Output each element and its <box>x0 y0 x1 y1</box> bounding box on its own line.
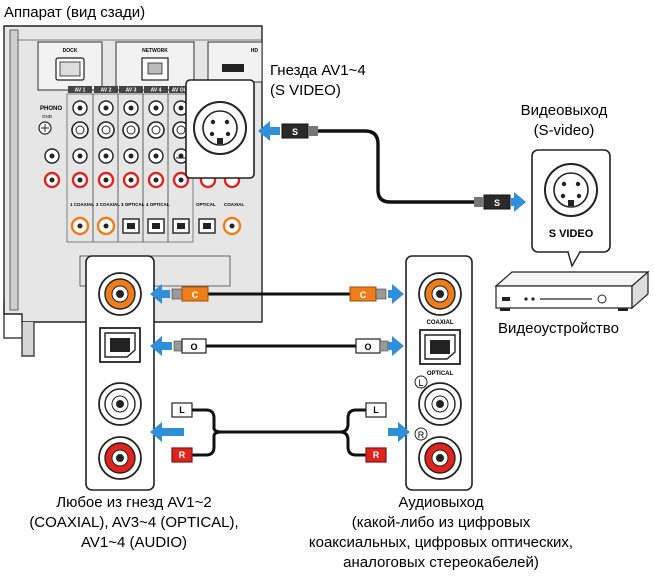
left-caption-line-1: Любое из гнезд AV1~2 <box>56 494 212 511</box>
svideo-jack-callout <box>176 79 255 179</box>
right-caption-line-1: Аудиовыход <box>398 494 484 511</box>
av1-header: AV 1 <box>75 88 86 94</box>
coaxial-cable: C C <box>150 284 404 304</box>
svideo-cable: S S <box>258 121 526 212</box>
hdmi-label: HD <box>251 48 259 54</box>
rca-l-plug-left-label: L <box>179 405 185 415</box>
device-coaxial-label: COAXIAL <box>427 320 454 326</box>
device-optical-label: OPTICAL <box>427 371 454 377</box>
optical-cable: O O <box>150 336 404 356</box>
video-device-icon <box>494 270 650 311</box>
device-audio-jacks-zoom: COAXIAL OPTICAL L R <box>405 255 473 491</box>
stereo-rca-cable: L R L R <box>150 402 410 463</box>
rca-r-plug-right-label: R <box>373 450 380 460</box>
arrow-rca-right <box>388 422 410 442</box>
right-caption-line-3: коаксиальных, цифровых оптических, <box>308 534 574 551</box>
video-out-label-1: Видеовыход <box>520 102 608 119</box>
svideo-plug-left-label: S <box>292 127 298 137</box>
coax-plug-left-label: C <box>192 290 199 300</box>
gnd-label: GND <box>42 114 53 119</box>
right-caption-line-2: (какой-либо из цифровых <box>351 514 531 531</box>
rca-r-plug-left-label: R <box>179 450 186 460</box>
device-l-mark: L <box>418 378 423 388</box>
svideo-plug-right-label: S <box>494 198 500 208</box>
coaxial-1-label: 1 COAXIAL <box>70 202 94 207</box>
right-caption-line-4: аналоговых стереокабелей) <box>343 554 539 571</box>
rca-l-plug-right-label: L <box>373 405 379 415</box>
device-r-mark: R <box>418 430 425 440</box>
video-device-label: Видеоустройство <box>498 320 619 337</box>
svideo-jacks-label-1: Гнезда AV1~4 <box>270 62 366 79</box>
receiver-audio-jacks-zoom <box>85 255 155 491</box>
svideo-jacks-label-2: (S VIDEO) <box>270 82 341 99</box>
dock-label: DOCK <box>63 48 78 54</box>
left-caption-line-3: AV1~4 (AUDIO) <box>80 534 187 551</box>
optical-3-label: 3 OPTICAL <box>121 202 145 207</box>
coaxial-extra-label: COAXIAL <box>224 202 245 207</box>
phono-label: PHONO <box>40 106 62 112</box>
arrow-optical-left <box>150 336 172 356</box>
av4-header: AV 4 <box>151 88 162 94</box>
left-caption-line-2: (COAXIAL), AV3~4 (OPTICAL), <box>29 514 239 531</box>
optical-4-label: 4 OPTICAL <box>146 202 170 207</box>
coax-plug-right-label: C <box>360 290 367 300</box>
arrow-rca-left <box>150 422 184 442</box>
video-out-label-2: (S-video) <box>533 122 595 139</box>
av2-header: AV 2 <box>101 88 112 94</box>
network-label: NETWORK <box>142 48 168 54</box>
optical-plug-left-label: O <box>190 342 197 352</box>
av3-header: AV 3 <box>126 88 137 94</box>
arrow-to-device-svideo <box>511 192 526 212</box>
arrow-coax-right <box>388 284 404 304</box>
arrow-optical-right <box>388 336 404 356</box>
optical-plug-right-label: O <box>364 342 371 352</box>
optical-extra-label: OPTICAL <box>196 202 216 207</box>
arrow-coax-left <box>150 284 170 304</box>
coaxial-2-label: 2 COAXIAL <box>96 202 120 207</box>
arrow-to-receiver-svideo <box>258 121 280 141</box>
svideo-panel-label: S VIDEO <box>549 228 594 240</box>
rear-panel-title: Аппарат (вид сзади) <box>4 4 146 21</box>
av-out-header: AV OUT <box>172 88 191 94</box>
video-device-svideo-callout: S VIDEO <box>531 149 611 268</box>
